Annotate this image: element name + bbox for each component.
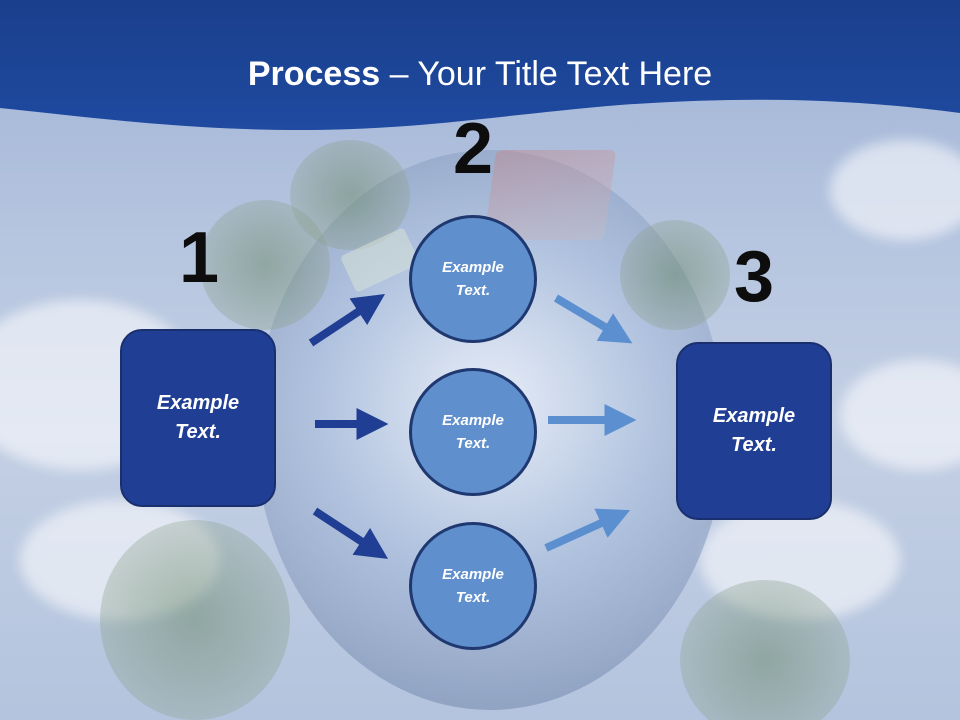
step-3-label-line2: Text. [731, 434, 777, 456]
step-1-label-line1: Example [156, 392, 240, 414]
step-3-label-line1: Example [712, 405, 796, 427]
circle-top-line1: Example [442, 259, 504, 276]
arrow-from-top [553, 294, 633, 344]
title-band [0, 0, 960, 130]
step-number-1: 1 [178, 218, 220, 298]
step-1-label-line2: Text. [175, 421, 221, 443]
circle-middle-line2: Text. [455, 435, 491, 452]
page-title: Process – Your Title Text Here [0, 52, 960, 96]
arrow-to-bottom [312, 507, 389, 559]
title-bold: Process [247, 55, 381, 93]
circle-middle-line1: Example [442, 412, 504, 429]
circle-bottom-line1: Example [442, 566, 504, 583]
title-rest: – Your Title Text Here [380, 55, 713, 93]
circle-bottom-line2: Text. [455, 589, 491, 606]
circle-top-line2: Text. [455, 282, 491, 299]
step-number-3: 3 [733, 237, 775, 317]
arrow-from-bottom [544, 508, 631, 552]
step-number-2: 2 [452, 109, 494, 189]
arrow-to-top [308, 294, 386, 347]
